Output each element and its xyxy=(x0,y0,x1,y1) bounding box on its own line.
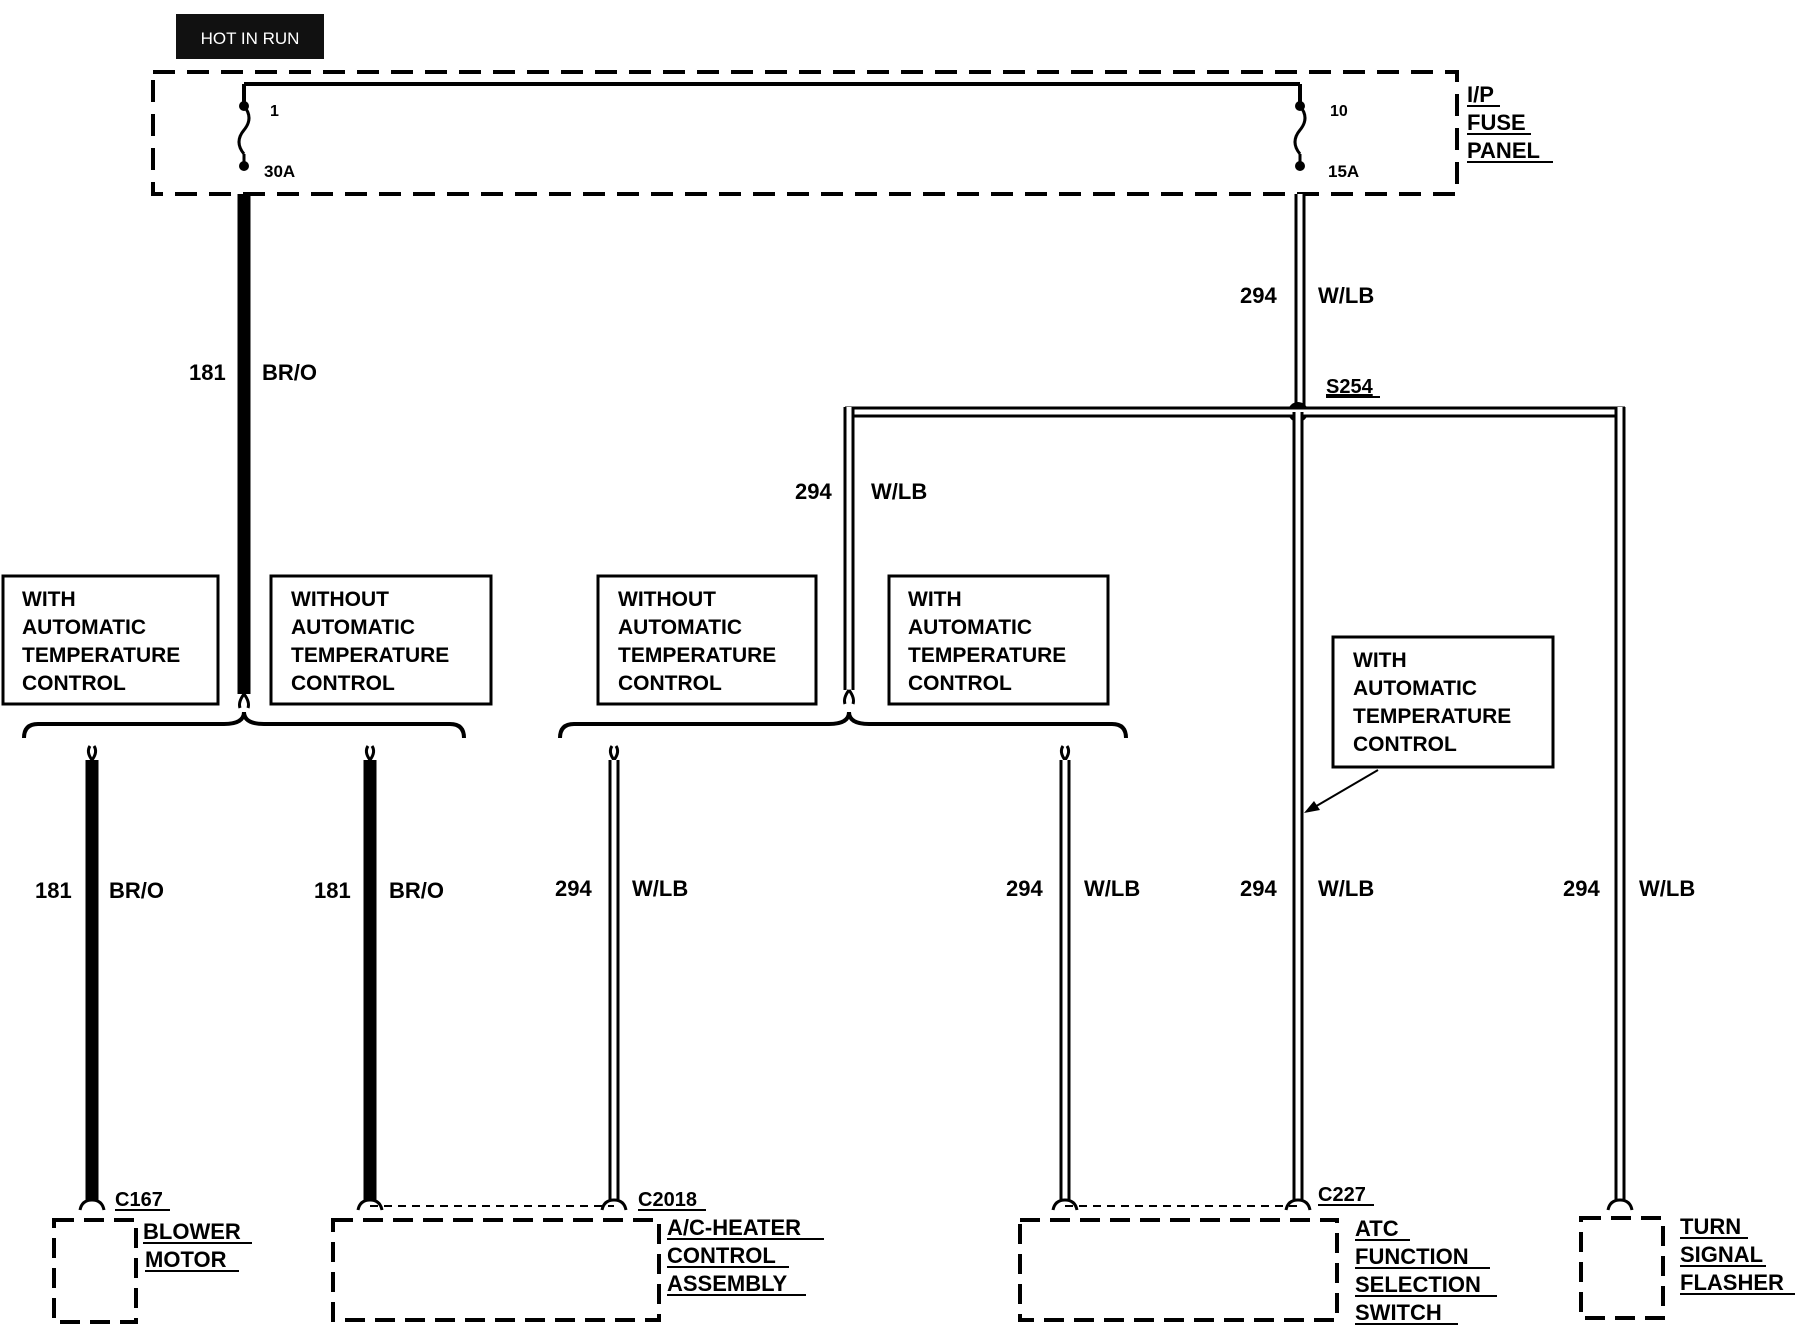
blower-motor-label: BLOWER MOTOR xyxy=(143,1219,252,1272)
option-box-5-line1: WITH xyxy=(1353,649,1407,672)
terminal-ends xyxy=(78,1198,1634,1211)
wire-181-blower xyxy=(85,745,99,1200)
acheater-line1: A/C-HEATER xyxy=(667,1215,801,1240)
fuse-panel-box xyxy=(151,70,1459,196)
wire-294-top-color: W/LB xyxy=(1318,283,1374,308)
option-box-without-atc-1: WITHOUT AUTOMATIC TEMPERATURE CONTROL xyxy=(269,574,493,706)
fuse-left-rating: 30A xyxy=(264,162,295,181)
turn-flasher-line1: TURN xyxy=(1680,1214,1741,1239)
fuse-panel-label-line2: FUSE xyxy=(1467,110,1526,135)
turn-flasher-label: TURN SIGNAL FLASHER xyxy=(1680,1214,1795,1295)
wire-294-flasher-color: W/LB xyxy=(1639,876,1695,901)
wire-294-flasher-circuit: 294 xyxy=(1563,876,1600,901)
wire-181-acheater-circuit: 181 xyxy=(314,878,351,903)
option-box-3-line4: CONTROL xyxy=(618,672,722,695)
component-blower-motor-box xyxy=(52,1218,138,1324)
option-box-1-line4: CONTROL xyxy=(22,672,126,695)
wire-181-top-color: BR/O xyxy=(262,360,317,385)
wire-181-blower-circuit: 181 xyxy=(35,878,72,903)
option-box-4-line1: WITH xyxy=(908,588,962,611)
atc-switch-line1: ATC xyxy=(1355,1216,1399,1241)
turn-flasher-line2: SIGNAL xyxy=(1680,1242,1763,1267)
hot-in-run-text: HOT IN RUN xyxy=(201,29,300,48)
wire-294-atc-a-circuit: 294 xyxy=(1006,876,1043,901)
connector-c2018-label: C2018 xyxy=(638,1189,697,1211)
wire-181-acheater-color: BR/O xyxy=(389,878,444,903)
option-box-with-atc-3: WITH AUTOMATIC TEMPERATURE CONTROL xyxy=(1304,635,1555,813)
hot-in-run-tag: HOT IN RUN xyxy=(176,14,324,59)
option-box-with-atc-2: WITH AUTOMATIC TEMPERATURE CONTROL xyxy=(887,574,1110,706)
fuse-30a xyxy=(237,84,251,171)
component-turn-flasher-box xyxy=(1579,1216,1665,1320)
acheater-line3: ASSEMBLY xyxy=(667,1271,788,1296)
wire-294-branch-circuit: 294 xyxy=(795,479,832,504)
wire-294-acheater-circuit: 294 xyxy=(555,876,592,901)
option-box-1-line3: TEMPERATURE xyxy=(22,644,180,667)
connector-c227-label: C227 xyxy=(1318,1184,1366,1206)
option-box-with-atc-1: WITH AUTOMATIC TEMPERATURE CONTROL xyxy=(1,574,220,706)
option-box-4-line2: AUTOMATIC xyxy=(908,616,1032,639)
fuse-panel-label-line1: I/P xyxy=(1467,82,1494,107)
option-box-without-atc-2: WITHOUT AUTOMATIC TEMPERATURE CONTROL xyxy=(596,574,818,706)
option-box-4-line4: CONTROL xyxy=(908,672,1012,695)
fuse-right-number: 10 xyxy=(1330,103,1348,120)
option-box-2-line3: TEMPERATURE xyxy=(291,644,449,667)
acheater-line2: CONTROL xyxy=(667,1243,776,1268)
option-box-2-line2: AUTOMATIC xyxy=(291,616,415,639)
fuse-panel-label-line3: PANEL xyxy=(1467,138,1540,163)
option-box-2-line4: CONTROL xyxy=(291,672,395,695)
wire-181-acheater xyxy=(363,745,377,1200)
wire-181-top-circuit: 181 xyxy=(189,360,226,385)
atc-switch-line2: FUNCTION xyxy=(1355,1244,1469,1269)
wire-294-atc-brace xyxy=(1059,745,1071,1200)
wire-294-top-circuit: 294 xyxy=(1240,283,1277,308)
fuse-right-rating: 15A xyxy=(1328,162,1359,181)
fuse-15a xyxy=(1293,84,1307,171)
fuse-left-number: 1 xyxy=(270,103,279,120)
wire-294-atc-a-color: W/LB xyxy=(1084,876,1140,901)
blower-motor-line2: MOTOR xyxy=(145,1247,227,1272)
connector-c167-label: C167 xyxy=(115,1189,163,1211)
atc-switch-line3: SELECTION xyxy=(1355,1272,1481,1297)
fuse-panel-label: I/P FUSE PANEL xyxy=(1467,82,1553,163)
wire-294-atc-b-color: W/LB xyxy=(1318,876,1374,901)
acheater-label: A/C-HEATER CONTROL ASSEMBLY xyxy=(667,1215,824,1296)
option-box-4-line3: TEMPERATURE xyxy=(908,644,1066,667)
wire-294-left-branch xyxy=(843,407,855,705)
option-box-3-line1: WITHOUT xyxy=(618,588,716,611)
wire-294-branch-color: W/LB xyxy=(871,479,927,504)
wire-181-main xyxy=(237,194,251,709)
atc-switch-label: ATC FUNCTION SELECTION SWITCH xyxy=(1355,1216,1497,1325)
option-box-5-line3: TEMPERATURE xyxy=(1353,705,1511,728)
atc-switch-line4: SWITCH xyxy=(1355,1300,1442,1325)
brace-181 xyxy=(22,711,466,739)
option-box-1-line2: AUTOMATIC xyxy=(22,616,146,639)
option-box-5-line4: CONTROL xyxy=(1353,733,1457,756)
wire-294-atc-b-circuit: 294 xyxy=(1240,876,1277,901)
component-atc-switch-box xyxy=(1018,1218,1339,1322)
splice-s254-label: S254 xyxy=(1326,376,1374,398)
blower-motor-line1: BLOWER xyxy=(143,1219,241,1244)
option-box-3-line2: AUTOMATIC xyxy=(618,616,742,639)
wire-294-acheater xyxy=(608,745,620,1200)
wire-294-acheater-color: W/LB xyxy=(632,876,688,901)
option-box-2-line1: WITHOUT xyxy=(291,588,389,611)
option-box-3-line3: TEMPERATURE xyxy=(618,644,776,667)
option-box-1-line1: WITH xyxy=(22,588,76,611)
wire-181-blower-color: BR/O xyxy=(109,878,164,903)
component-acheater-box xyxy=(331,1218,661,1322)
brace-294 xyxy=(558,711,1128,739)
option-box-5-line2: AUTOMATIC xyxy=(1353,677,1477,700)
turn-flasher-line3: FLASHER xyxy=(1680,1270,1784,1295)
